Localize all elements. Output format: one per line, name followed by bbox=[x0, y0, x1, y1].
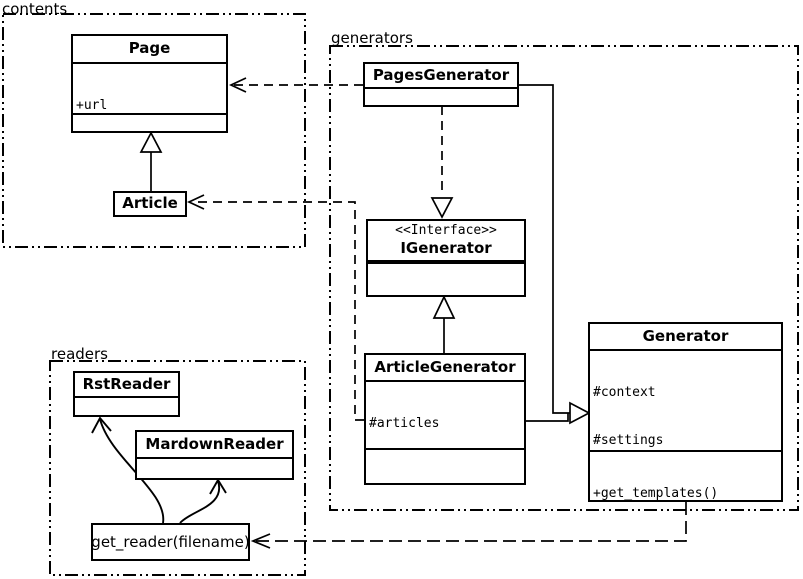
generator-methods: +get_templates() +get_files(path,exclude… bbox=[590, 450, 781, 502]
class-title-article: Article bbox=[122, 194, 178, 212]
class-box-page: Page +url +slug +summary +check_properti… bbox=[71, 34, 228, 133]
method: +get_templates() bbox=[593, 486, 719, 501]
class-title-rstreader: RstReader bbox=[75, 373, 178, 398]
hollow-triangle-arrowhead bbox=[432, 295, 456, 319]
attribute: #articles bbox=[369, 416, 440, 431]
dependency-generator-to-getreader bbox=[256, 502, 687, 542]
class-title-markdownreader: MardownReader bbox=[137, 432, 292, 459]
markdownreader-methods: +read() bbox=[137, 459, 292, 479]
class-box-pagesgenerator: PagesGenerator #pages bbox=[363, 62, 519, 107]
hollow-triangle-arrowhead bbox=[569, 401, 591, 425]
igenerator-stereotype: <<Interface>> bbox=[395, 223, 497, 238]
association-getreader-to-markdownreader bbox=[179, 480, 221, 524]
inheritance-articlegenerator-to-generator bbox=[526, 413, 569, 422]
igenerator-methods: +generate_context() +generate_output() bbox=[368, 262, 524, 295]
hollow-triangle-arrowhead bbox=[430, 197, 454, 219]
class-title-articlegenerator: ArticleGenerator bbox=[366, 355, 524, 382]
class-box-articlegenerator: ArticleGenerator #articles #dates #tags … bbox=[364, 353, 526, 485]
open-arrowhead bbox=[250, 533, 271, 549]
package-readers-label: readers bbox=[51, 345, 108, 363]
pagesgenerator-attributes: #pages bbox=[365, 89, 517, 105]
open-arrowhead bbox=[209, 478, 227, 495]
class-title-text: IGenerator bbox=[400, 239, 492, 257]
package-readers-border bbox=[49, 360, 306, 576]
articlegenerator-attributes: #articles #dates #tags #categories bbox=[366, 382, 524, 448]
open-arrowhead bbox=[228, 77, 247, 93]
articlegenerator-methods: +generate_feeds() +generate_pages() bbox=[366, 448, 524, 485]
package-generators-label: generators bbox=[331, 29, 413, 47]
class-title-generator: Generator bbox=[590, 324, 781, 351]
page-attributes: +url +slug +summary bbox=[73, 64, 226, 113]
package-contents-border bbox=[2, 13, 306, 248]
package-generators-border bbox=[329, 45, 799, 511]
class-title-pagesgenerator: PagesGenerator bbox=[365, 64, 517, 89]
class-box-generator: Generator #context #settings #path #them… bbox=[588, 322, 783, 502]
hollow-triangle-arrowhead bbox=[139, 131, 163, 153]
open-arrowhead bbox=[91, 416, 112, 434]
class-box-article: Article bbox=[113, 191, 187, 217]
function-box-get-reader: get_reader(filename) bbox=[91, 523, 250, 561]
class-box-igenerator: <<Interface>> IGenerator +generate_conte… bbox=[366, 219, 526, 297]
attribute: #context bbox=[593, 385, 656, 400]
method: +generate_feeds() bbox=[369, 484, 524, 485]
page-methods: +check_properties() bbox=[73, 113, 226, 133]
class-box-markdownreader: MardownReader +read() bbox=[135, 430, 294, 480]
attribute: #settings bbox=[593, 433, 664, 448]
inheritance-pagesgenerator-to-generator bbox=[519, 84, 570, 414]
package-contents-label: contents bbox=[2, 0, 68, 18]
open-arrowhead bbox=[186, 194, 205, 210]
generator-attributes: #context #settings #path #theme #output_… bbox=[590, 351, 781, 450]
attribute: +url bbox=[76, 98, 108, 113]
rstreader-methods: +read() bbox=[75, 398, 178, 415]
get-reader-label: get_reader(filename) bbox=[91, 533, 250, 551]
class-box-rstreader: RstReader +read() bbox=[73, 371, 180, 417]
class-title-page: Page bbox=[73, 36, 226, 64]
class-title-igenerator: <<Interface>> IGenerator bbox=[368, 221, 524, 262]
dependency-articlegenerator-to-article bbox=[192, 201, 364, 421]
